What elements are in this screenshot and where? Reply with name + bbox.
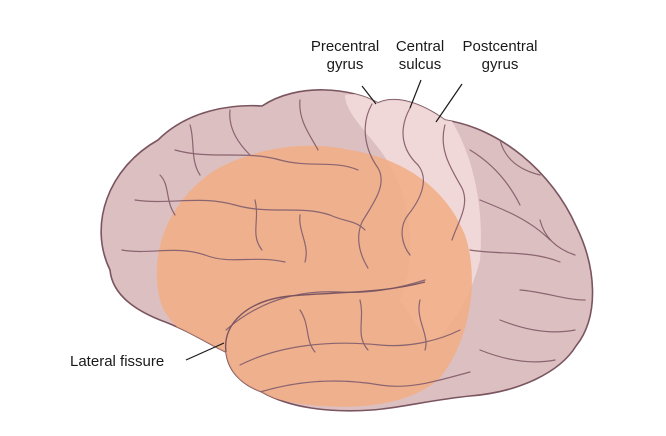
label-lateral-fissure: Lateral fissure [70, 353, 165, 370]
temporal-lobe-edge [224, 281, 426, 353]
highlighted-region [156, 145, 472, 407]
label-precentral-gyrus: Precentral gyrus [310, 38, 380, 73]
label-postcentral-gyrus: Postcentral gyrus [462, 38, 538, 73]
leader-lines [185, 79, 463, 361]
label-central-sulcus: Central sulcus [395, 38, 445, 73]
